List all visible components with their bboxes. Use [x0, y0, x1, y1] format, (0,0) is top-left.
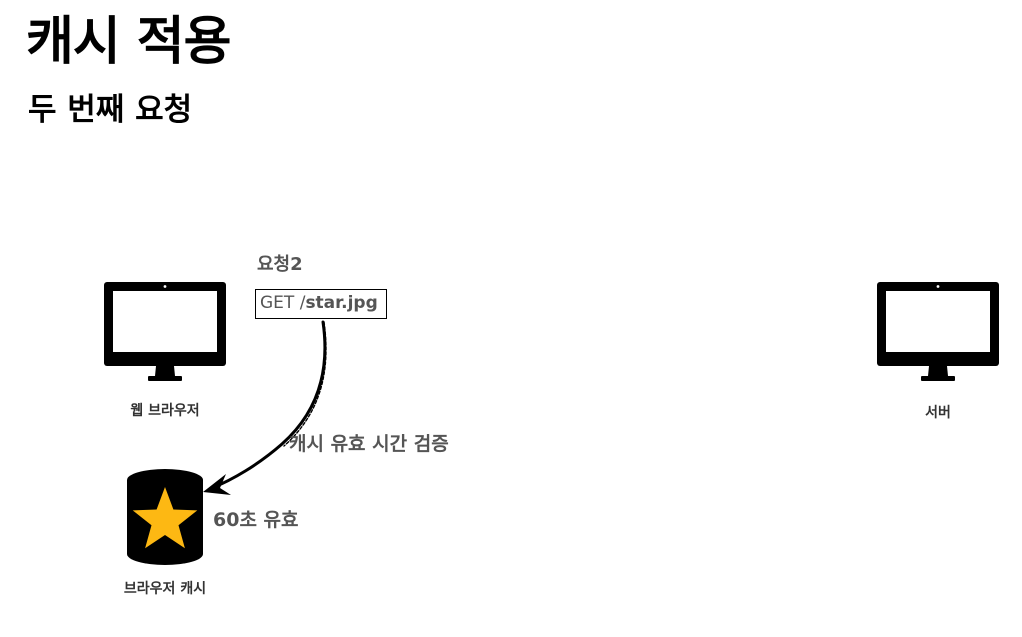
cache-label: 브라우저 캐시 — [123, 581, 207, 597]
cache-validity-label: 60초 유효 — [213, 509, 299, 531]
cache-validation-label: 캐시 유효 시간 검증 — [289, 433, 449, 455]
request-path: star.jpg — [305, 293, 378, 313]
page-subtitle: 두 번째 요청 — [28, 92, 193, 128]
request-label: 요청2 — [257, 254, 303, 275]
request-method: GET / — [260, 293, 306, 313]
database-star-icon — [127, 469, 203, 565]
browser-label: 웹 브라우저 — [130, 403, 200, 419]
server-monitor-icon — [877, 282, 999, 381]
star-icon — [132, 487, 198, 549]
page-title: 캐시 적용 — [26, 12, 231, 72]
browser-monitor-icon — [104, 282, 226, 381]
server-label: 서버 — [925, 405, 951, 421]
request-box: GET /star.jpg — [255, 289, 387, 319]
